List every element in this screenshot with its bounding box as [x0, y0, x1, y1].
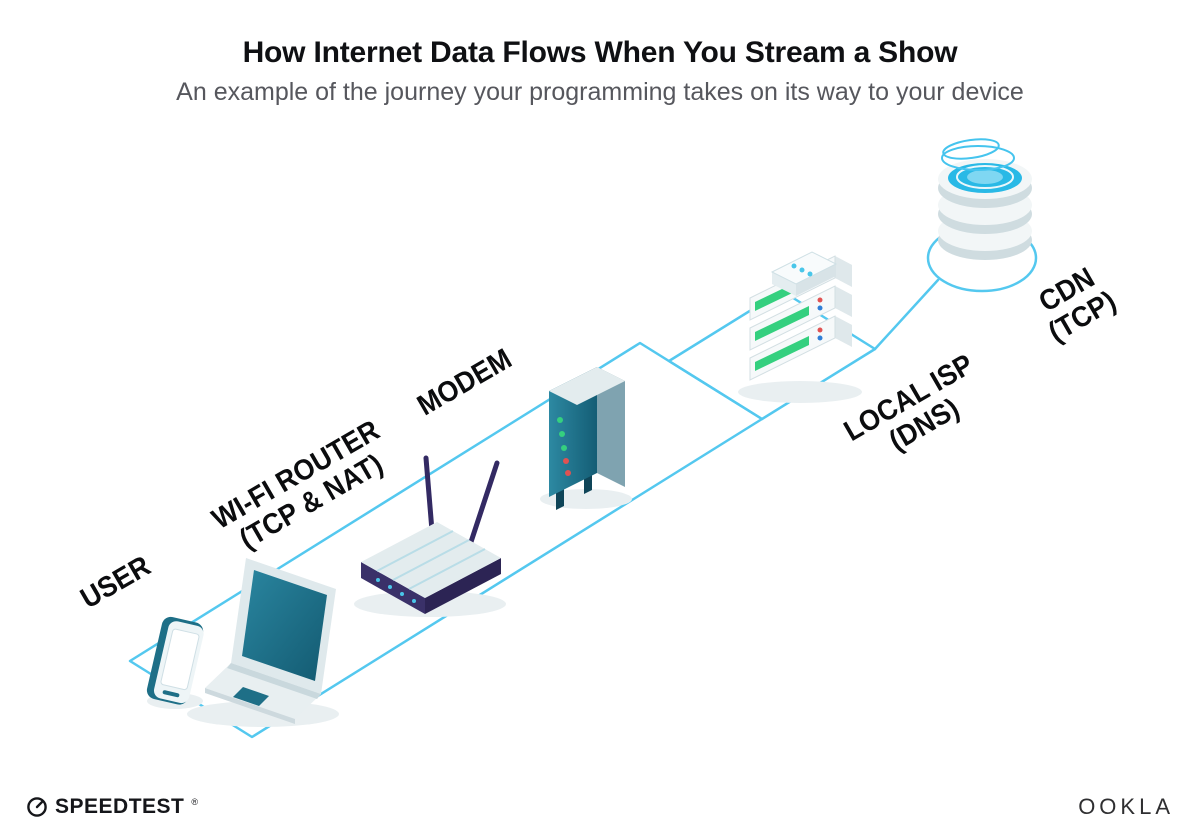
router-top-stripes: [376, 530, 486, 590]
isp-top-panel: [770, 251, 838, 296]
footer: SPEEDTEST ® OOKLA: [0, 794, 1200, 820]
isp-server-icon: [749, 251, 852, 381]
wifi-router-icon: [361, 455, 501, 614]
modem-led-lights: [557, 417, 571, 476]
laptop-icon: [205, 558, 336, 724]
phone-icon: [146, 616, 204, 705]
page-subtitle: An example of the journey your programmi…: [176, 78, 1024, 106]
modem-icon: [549, 367, 625, 510]
page-title: How Internet Data Flows When You Stream …: [242, 36, 958, 69]
header: How Internet Data Flows When You Stream …: [0, 36, 1200, 107]
speedtest-wordmark: SPEEDTEST: [55, 795, 185, 818]
router-status-lights: [376, 578, 416, 603]
cdn-database-icon: [938, 138, 1032, 260]
cdn-orbit-rings: [941, 138, 1015, 171]
speedtest-logo: SPEEDTEST ®: [26, 795, 198, 819]
connection-link-isp-cdn: [873, 278, 940, 351]
trademark-symbol: ®: [191, 797, 199, 807]
speedtest-gauge-icon: [27, 797, 47, 817]
ookla-logo: OOKLA: [1078, 794, 1174, 819]
